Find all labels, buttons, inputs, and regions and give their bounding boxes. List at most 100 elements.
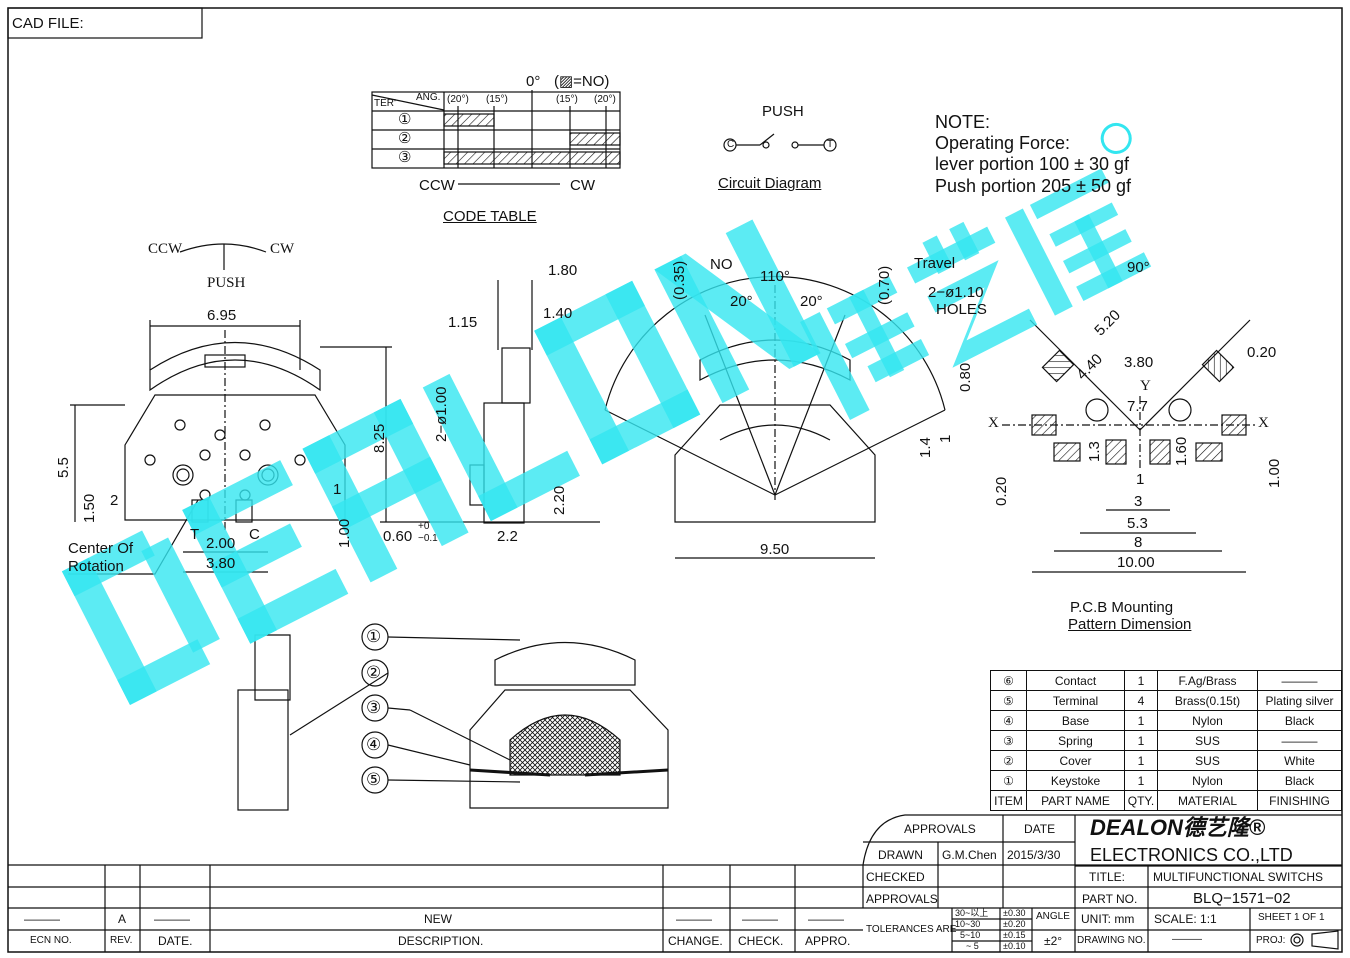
item: ④ bbox=[990, 710, 1027, 731]
rev-appro: ——— bbox=[808, 912, 844, 926]
dim-label: 1.4 bbox=[917, 437, 934, 458]
pcb-pattern bbox=[1002, 319, 1255, 573]
material: Nylon bbox=[1157, 770, 1258, 791]
rotation-cw: CW bbox=[270, 241, 295, 257]
rev-date: ——— bbox=[154, 912, 190, 926]
header-part-name: PART NAME bbox=[1026, 790, 1125, 811]
dim-label: 0.20 bbox=[1247, 344, 1277, 361]
tb-tolerances: TOLERANCES ARE bbox=[866, 924, 957, 935]
code-angle: (15°) bbox=[556, 94, 578, 105]
dim-label: 1 bbox=[1136, 471, 1145, 488]
dim-label: 2 bbox=[110, 492, 119, 509]
balloon-4: ④ bbox=[366, 735, 382, 754]
material: SUS bbox=[1157, 730, 1258, 751]
code-row-2: ② bbox=[398, 130, 412, 147]
dim-tolerance: +0 bbox=[418, 521, 430, 532]
balloon-5: ⑤ bbox=[366, 770, 382, 789]
item: ① bbox=[990, 770, 1027, 791]
cad-file-label: CAD FILE: bbox=[12, 15, 84, 32]
dim-label: 2.00 bbox=[206, 535, 236, 552]
dim-label: 1.15 bbox=[448, 314, 478, 331]
tb-title-label: TITLE: bbox=[1089, 870, 1126, 884]
dim-label: 3.80 bbox=[1124, 354, 1154, 371]
material: Nylon bbox=[1157, 710, 1258, 731]
axis-x: X bbox=[988, 415, 999, 431]
dim-label: 1.80 bbox=[548, 262, 578, 279]
top-view bbox=[604, 276, 946, 559]
part-name: Keystoke bbox=[1026, 770, 1125, 791]
dim-label: 2.2 bbox=[497, 528, 518, 545]
dim-label: 1 bbox=[333, 481, 342, 498]
rev-check: ——— bbox=[742, 912, 778, 926]
tb-date: DATE bbox=[1024, 822, 1056, 836]
qty: 1 bbox=[1124, 670, 1158, 691]
tol-value: ±0.10 bbox=[1003, 941, 1026, 951]
code-angle: (20°) bbox=[594, 94, 616, 105]
exploded-view bbox=[237, 623, 669, 811]
tol-value: ±0.30 bbox=[1003, 908, 1026, 918]
company-logo: DEALON德艺隆® bbox=[1090, 815, 1266, 840]
dim-label: 10.00 bbox=[1117, 554, 1155, 571]
code-angle: (20°) bbox=[447, 94, 469, 105]
tol-range: 5~10 bbox=[960, 930, 981, 940]
axis-x: X bbox=[1258, 415, 1269, 431]
tb-part-no: BLQ−1571−02 bbox=[1193, 890, 1291, 907]
sheet-border bbox=[7, 7, 1343, 953]
finishing: ——— bbox=[1257, 730, 1342, 751]
tb-drawn: DRAWN bbox=[878, 848, 923, 862]
tb-angle-tol: ±2° bbox=[1044, 934, 1063, 948]
watermark-chinese bbox=[800, 122, 1152, 420]
item: ② bbox=[990, 750, 1027, 771]
dim-label: HOLES bbox=[936, 301, 987, 318]
tol-value: ±0.15 bbox=[1003, 930, 1026, 940]
header-finishing: FINISHING bbox=[1257, 790, 1342, 811]
dim-label: 1.3 bbox=[1086, 441, 1103, 462]
balloon-2: ② bbox=[366, 663, 382, 682]
dim-tolerance: −0.1 bbox=[418, 533, 438, 544]
dim-label: 1.00 bbox=[1266, 458, 1283, 488]
dim-label: 1.40 bbox=[543, 305, 573, 322]
dim-label: (0.35) bbox=[671, 260, 688, 300]
circuit-symbol bbox=[723, 133, 837, 152]
tol-range: ~ 5 bbox=[966, 941, 979, 951]
dim-label: 0.60 bbox=[383, 528, 413, 545]
balloon-3: ③ bbox=[366, 698, 382, 717]
dim-label: 8.25 bbox=[371, 423, 388, 453]
header-qty: QTY. bbox=[1124, 790, 1158, 811]
code-ang: ANG. bbox=[416, 92, 441, 103]
code-legend: (▨=NO) bbox=[554, 73, 610, 90]
circuit-c: C bbox=[727, 139, 735, 150]
circuit-caption: Circuit Diagram bbox=[718, 175, 822, 192]
dim-label: 2−ø1.00 bbox=[433, 386, 450, 442]
qty: 1 bbox=[1124, 710, 1158, 731]
finishing: Black bbox=[1257, 770, 1342, 791]
dim-label: 0.80 bbox=[957, 362, 974, 392]
tb-angle: ANGLE bbox=[1036, 911, 1070, 922]
note-line: Operating Force: bbox=[935, 133, 1071, 153]
tb-part-no-label: PART NO. bbox=[1082, 892, 1138, 906]
dim-label: 20° bbox=[800, 293, 823, 310]
tb-title: MULTIFUNCTIONAL SWITCHS bbox=[1153, 870, 1323, 884]
part-name: Terminal bbox=[1026, 690, 1125, 711]
dim-label: 1.00 bbox=[336, 518, 353, 548]
tb-approvals2: APPROVALS bbox=[866, 892, 938, 906]
dim-label: 5.3 bbox=[1127, 515, 1148, 532]
dim-label: 7.7 bbox=[1127, 398, 1148, 415]
dim-label: 2.20 bbox=[551, 485, 568, 515]
tb-drawn-date: 2015/3/30 bbox=[1007, 848, 1061, 862]
finishing: Black bbox=[1257, 710, 1342, 731]
title-block-lines bbox=[8, 814, 1342, 952]
code-zero: 0° bbox=[526, 73, 541, 90]
note-title: NOTE: bbox=[935, 112, 991, 132]
tol-range: 10~30 bbox=[955, 919, 981, 929]
code-ter: TER' bbox=[374, 98, 396, 109]
material: Brass(0.15t) bbox=[1157, 690, 1258, 711]
code-ccw: CCW bbox=[419, 177, 455, 194]
part-name: Cover bbox=[1026, 750, 1125, 771]
